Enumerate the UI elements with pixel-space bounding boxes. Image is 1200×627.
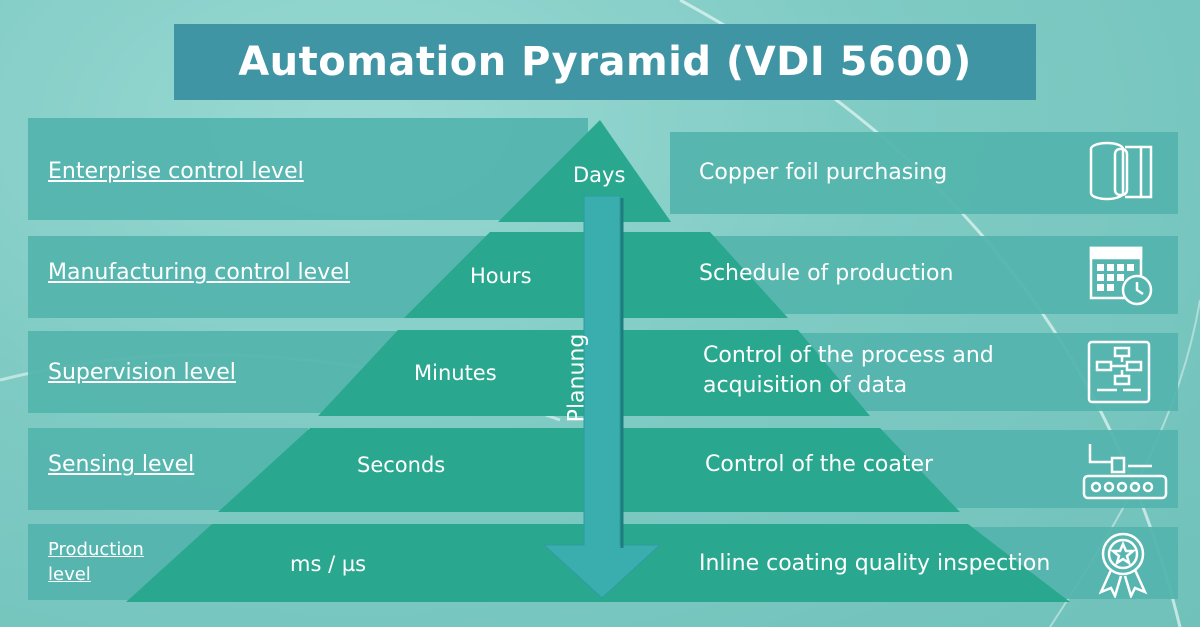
process-flow-icon <box>1087 340 1151 404</box>
pyramid-tier-enterprise <box>498 120 671 222</box>
task-coater-control: Control of the coater <box>705 452 934 477</box>
time-days: Days <box>573 163 626 187</box>
task-process-control: Control of the process and acquisition o… <box>703 341 994 401</box>
level-label-production-line2: level <box>48 564 91 585</box>
coater-machine-icon <box>1082 444 1168 500</box>
level-label-sensing[interactable]: Sensing level <box>48 452 195 477</box>
level-label-production[interactable]: Production level <box>48 537 144 587</box>
task-schedule: Schedule of production <box>699 261 954 286</box>
copper-foil-roll-icon <box>1089 141 1153 201</box>
calendar-clock-icon <box>1089 246 1153 306</box>
time-minutes: Minutes <box>414 361 497 385</box>
time-ms: ms / µs <box>290 552 367 576</box>
level-label-supervision[interactable]: Supervision level <box>48 360 236 385</box>
quality-award-icon <box>1098 532 1148 598</box>
task-copper-foil: Copper foil purchasing <box>699 160 948 185</box>
level-label-enterprise[interactable]: Enterprise control level <box>48 159 304 184</box>
task-process-control-line1: Control of the process and <box>703 343 994 368</box>
band-left-enterprise <box>28 118 588 220</box>
page-title: Automation Pyramid (VDI 5600) <box>174 24 1036 100</box>
planning-arrow-label: Planung <box>564 333 590 423</box>
time-hours: Hours <box>470 264 532 288</box>
planning-arrow <box>542 195 662 599</box>
level-label-manufacturing[interactable]: Manufacturing control level <box>48 260 350 285</box>
task-process-control-line2: acquisition of data <box>703 373 908 398</box>
level-label-production-line1: Production <box>48 539 144 560</box>
task-quality-inspection: Inline coating quality inspection <box>699 551 1051 576</box>
time-seconds: Seconds <box>357 453 446 477</box>
